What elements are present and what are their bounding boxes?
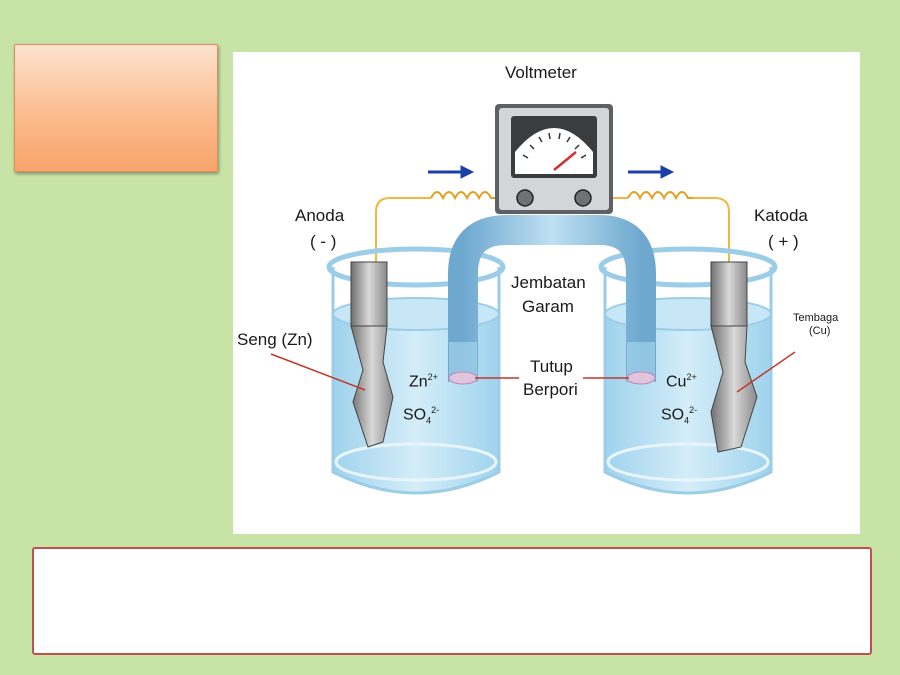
copper-label-line2: (Cu) <box>809 325 831 337</box>
title-placeholder-box <box>14 44 218 172</box>
copper-label-line1: Tembaga <box>793 312 839 324</box>
electron-arrow-left <box>428 165 475 179</box>
electron-arrow-right <box>628 165 675 179</box>
zinc-ion-label: Zn2+ <box>409 372 438 391</box>
sulfate-ion-label-left: SO42- <box>403 405 440 426</box>
voltmeter-label: Voltmeter <box>505 63 577 82</box>
cathode-sign: ( + ) <box>768 232 799 251</box>
cathode-label: Katoda <box>754 206 808 225</box>
copper-label-line <box>736 351 796 393</box>
right-coil <box>627 191 693 201</box>
zinc-label-line <box>270 353 366 391</box>
porous-cap-label-line2: Berpori <box>523 380 578 399</box>
salt-bridge-label-line1: Jembatan <box>511 273 586 292</box>
left-coil <box>430 191 495 201</box>
porous-cap-right <box>626 371 656 385</box>
voltmeter <box>495 104 613 214</box>
zinc-electrode-top <box>350 261 388 327</box>
caption-box <box>32 547 872 655</box>
left-wire <box>375 197 431 277</box>
sulfate-ion-label-right: SO42- <box>661 405 698 426</box>
zinc-label: Seng (Zn) <box>237 330 313 349</box>
salt-bridge <box>448 215 656 382</box>
galvanic-cell-diagram: Voltmeter Anoda ( - ) Katoda ( + ) Jemba… <box>233 52 860 534</box>
anode-label: Anoda <box>295 206 345 225</box>
copper-electrode-top <box>710 261 748 327</box>
porous-cap-left <box>448 371 478 385</box>
anode-sign: ( - ) <box>310 232 337 251</box>
diagram-drawing <box>270 104 796 495</box>
zinc-electrode <box>350 325 394 448</box>
porous-cap-label-line1: Tutup <box>530 357 573 376</box>
copper-ion-label: Cu2+ <box>666 372 697 391</box>
copper-electrode <box>710 325 758 453</box>
salt-bridge-label-line2: Garam <box>522 297 574 316</box>
right-wire <box>693 197 730 277</box>
